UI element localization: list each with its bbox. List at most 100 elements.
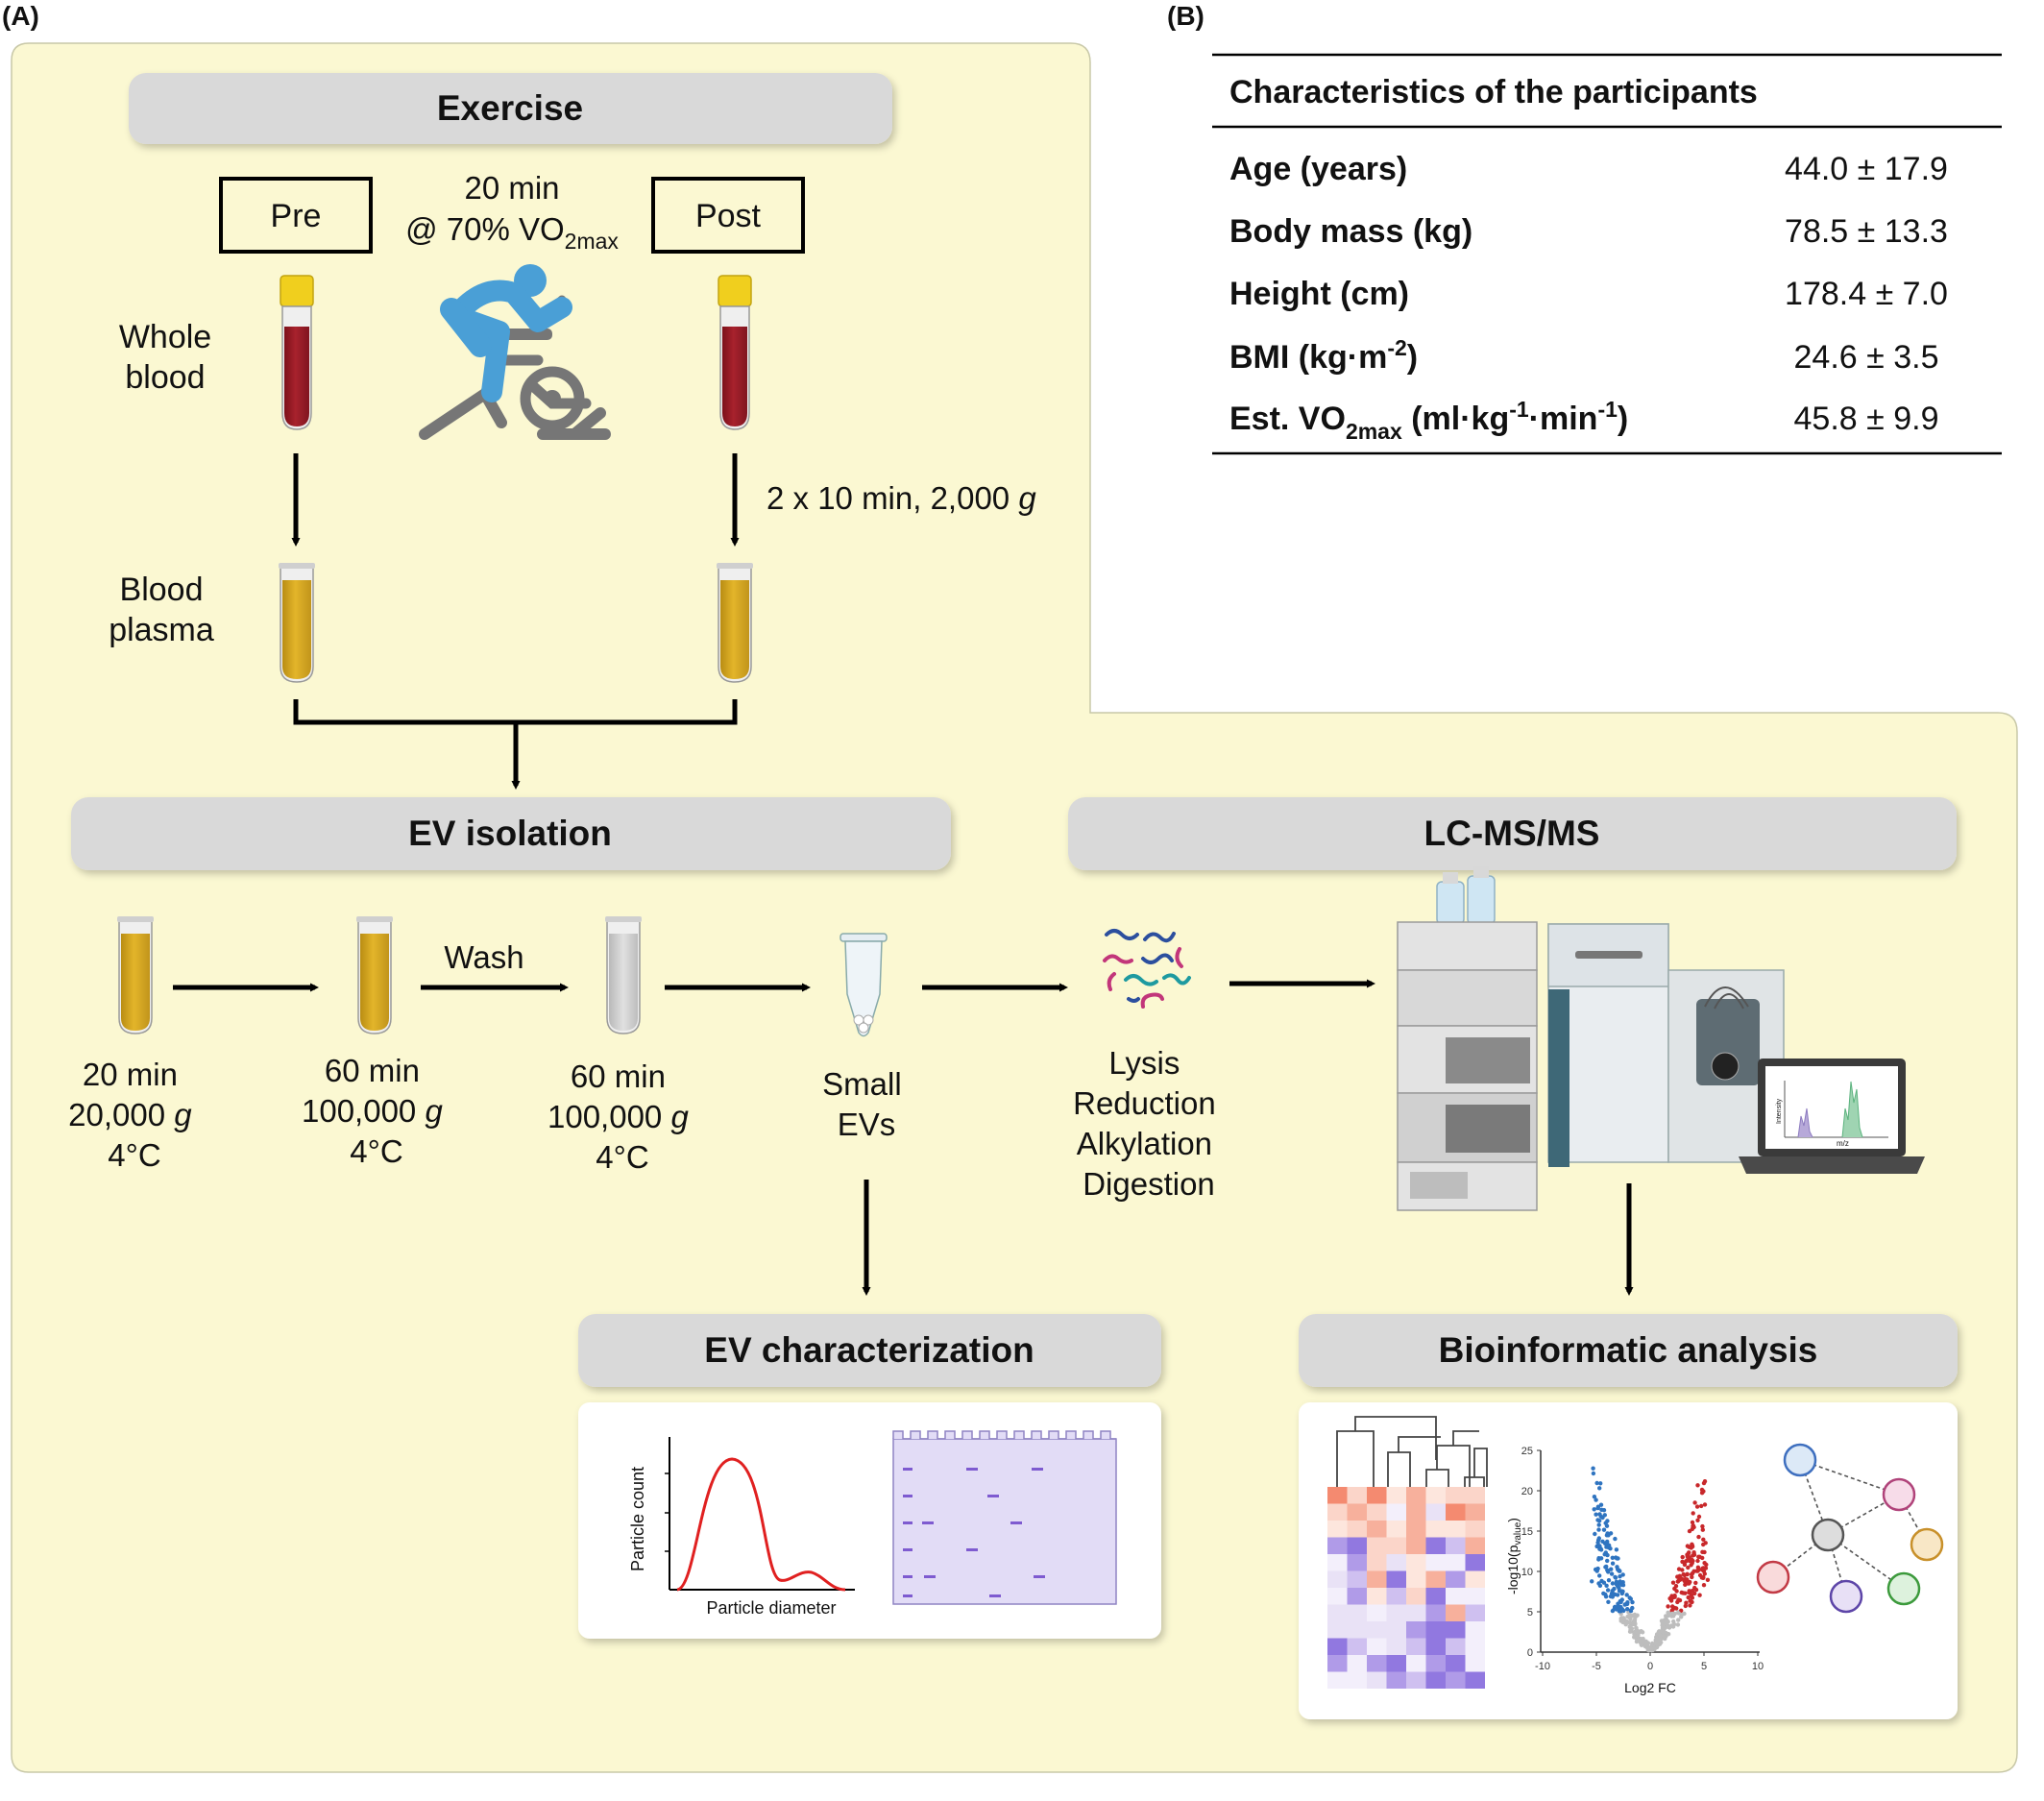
heatmap-cell: [1367, 1604, 1387, 1621]
heatmap-cell: [1367, 1621, 1387, 1639]
panel-a-label: (A): [2, 1, 39, 31]
heatmap-cell: [1347, 1638, 1367, 1655]
centrifuge-label: 2 x 10 min, 2,000 g: [766, 480, 1036, 516]
volcano-point: [1594, 1480, 1599, 1486]
table-row-label: Height (cm): [1229, 276, 1409, 312]
volcano-point: [1705, 1577, 1711, 1583]
volcano-point: [1700, 1555, 1705, 1561]
heatmap-cell: [1465, 1638, 1485, 1655]
volcano-point: [1599, 1507, 1604, 1513]
volcano-point: [1672, 1605, 1677, 1611]
laptop-icon: Intensity m/z: [1739, 1059, 1925, 1174]
heatmap-cell: [1406, 1521, 1426, 1538]
volcano-point: [1688, 1603, 1692, 1608]
volcano-point: [1691, 1511, 1695, 1516]
heatmap-cell: [1367, 1537, 1387, 1554]
volcano-point: [1591, 1466, 1595, 1471]
heatmap-cell: [1386, 1671, 1406, 1689]
plasma-tube-icon-post: [717, 563, 753, 683]
volcano-point: [1605, 1588, 1611, 1593]
post-box: [651, 177, 805, 254]
heatmap-cell: [1465, 1671, 1485, 1689]
volcano-point: [1621, 1616, 1626, 1621]
volcano-point: [1618, 1604, 1623, 1610]
volcano-point: [1624, 1601, 1630, 1607]
volcano-point: [1689, 1545, 1693, 1550]
network-icon: [1756, 1443, 1944, 1614]
volcano-point: [1592, 1495, 1597, 1499]
volcano-point: [1696, 1568, 1701, 1572]
volcano-point: [1605, 1531, 1610, 1536]
volcano-point: [1657, 1642, 1663, 1646]
volcano-point: [1623, 1622, 1628, 1627]
ev-isolation-header: EV isolation: [408, 814, 612, 853]
spectrum-xlabel: m/z: [1837, 1139, 1849, 1148]
table-row-value: 44.0 ± 17.9: [1785, 151, 1948, 187]
heatmap-cell: [1347, 1621, 1367, 1639]
volcano-point: [1686, 1594, 1691, 1600]
heatmap-cell: [1425, 1554, 1446, 1571]
volcano-point: [1677, 1577, 1683, 1582]
nta-size-distribution-plot: Particle count Particle diameter: [628, 1437, 855, 1618]
heatmap-cell: [1425, 1521, 1446, 1538]
volcano-point: [1597, 1544, 1602, 1548]
volcano-point: [1630, 1605, 1635, 1611]
volcano-xtick: 5: [1701, 1661, 1707, 1672]
volcano-point: [1680, 1568, 1685, 1572]
pre-label: Pre: [271, 198, 322, 234]
volcano-point: [1598, 1481, 1603, 1486]
heatmap-cell: [1327, 1537, 1348, 1554]
volcano-point: [1609, 1567, 1614, 1571]
heatmap-cell: [1327, 1570, 1348, 1588]
step1-conditions: 20 min 20,000 g 4°C: [68, 1057, 201, 1173]
pre-box: [219, 177, 373, 254]
volcano-point: [1604, 1583, 1609, 1589]
heatmap-cell: [1465, 1588, 1485, 1605]
volcano-point: [1695, 1558, 1700, 1564]
volcano-xtick: -5: [1592, 1661, 1601, 1672]
table-row-value: 178.4 ± 7.0: [1785, 276, 1948, 312]
volcano-point: [1619, 1589, 1624, 1594]
volcano-point: [1700, 1527, 1706, 1532]
heatmap-icon: [1327, 1416, 1488, 1689]
volcano-point: [1628, 1620, 1633, 1625]
exercise-header-box: [129, 73, 892, 144]
volcano-point: [1610, 1555, 1616, 1561]
nta-ylabel: Particle count: [628, 1467, 647, 1571]
volcano-point: [1686, 1565, 1691, 1570]
volcano-point: [1629, 1626, 1634, 1632]
volcano-point: [1690, 1599, 1694, 1605]
volcano-point: [1601, 1591, 1606, 1596]
table-row-value: 24.6 ± 3.5: [1794, 339, 1939, 376]
heatmap-cell: [1327, 1655, 1348, 1672]
volcano-point: [1595, 1518, 1600, 1522]
heatmap-cell: [1406, 1537, 1426, 1554]
heatmap-cell: [1406, 1638, 1426, 1655]
volcano-point: [1632, 1612, 1638, 1618]
volcano-point: [1612, 1586, 1617, 1592]
panel-b-label: (B): [1167, 1, 1204, 31]
volcano-point: [1676, 1611, 1681, 1616]
volcano-point: [1618, 1609, 1623, 1614]
volcano-point: [1593, 1531, 1597, 1537]
volcano-point: [1666, 1604, 1670, 1609]
volcano-point: [1596, 1527, 1601, 1532]
volcano-point: [1675, 1574, 1680, 1579]
volcano-point: [1696, 1514, 1702, 1520]
heatmap-cell: [1386, 1604, 1406, 1621]
heatmap-cell: [1367, 1570, 1387, 1588]
heatmap-cell: [1425, 1671, 1446, 1689]
volcano-point: [1661, 1635, 1667, 1640]
volcano-point: [1607, 1543, 1612, 1548]
volcano-point: [1666, 1632, 1671, 1637]
heatmap-cell: [1406, 1604, 1426, 1621]
volcano-point: [1632, 1619, 1638, 1624]
heatmap-cell: [1406, 1554, 1426, 1571]
volcano-point: [1682, 1611, 1687, 1617]
volcano-point: [1628, 1596, 1634, 1601]
volcano-point: [1597, 1583, 1603, 1589]
volcano-point: [1655, 1637, 1660, 1642]
table-row-label: Est. VO2max (ml·kg-1·min-1): [1229, 397, 1628, 444]
volcano-point: [1688, 1579, 1692, 1585]
